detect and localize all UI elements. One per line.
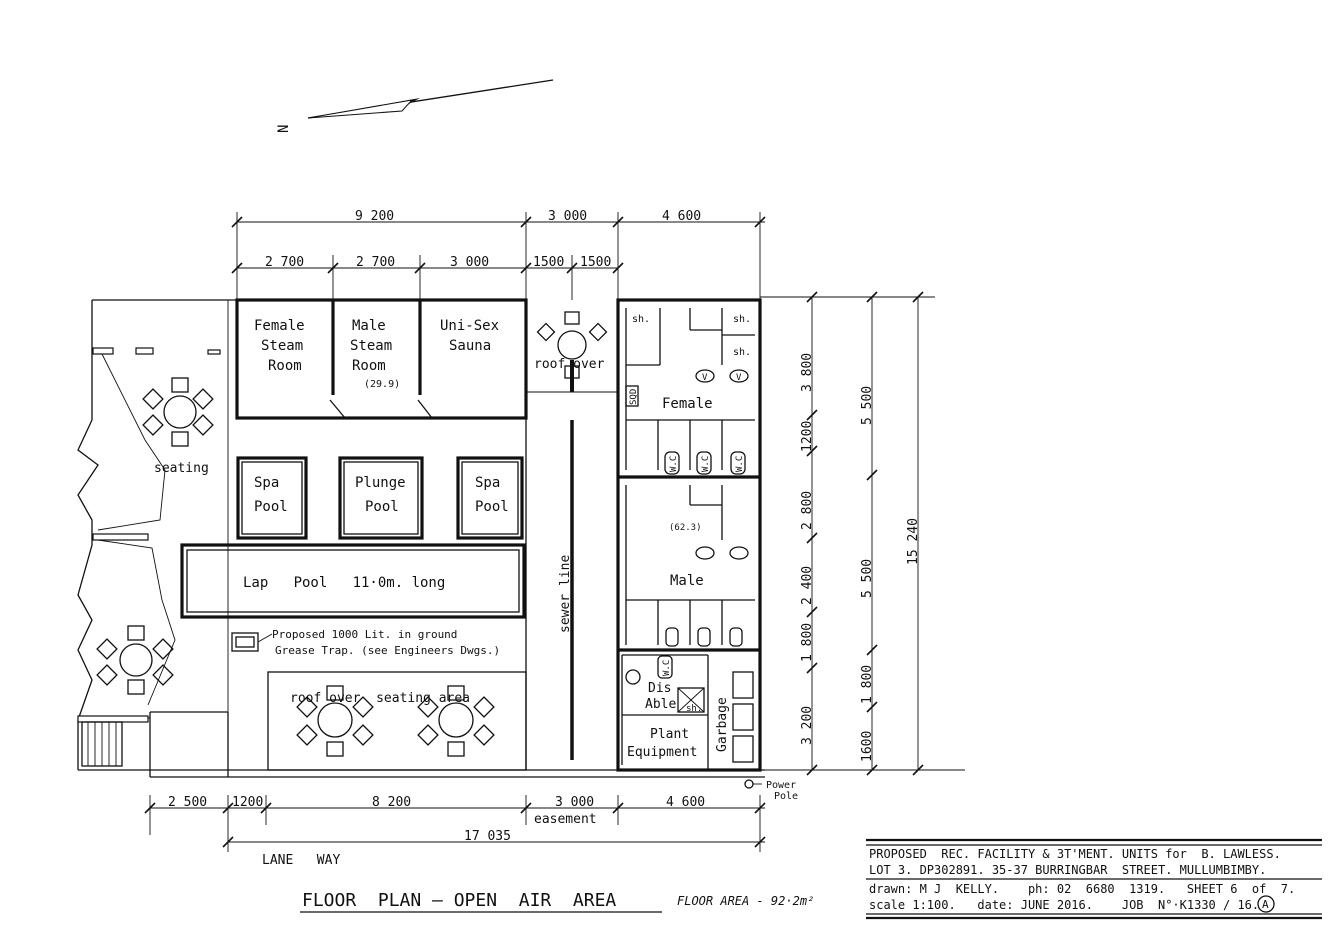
fixtures: [231, 369, 754, 763]
wc-label-4: W.C: [662, 660, 672, 676]
plunge-pool-label-2: Pool: [365, 499, 399, 515]
dim-top-sub-1: 2 700: [265, 255, 304, 270]
title-block: [866, 838, 1322, 920]
dim-right-total: 15 240: [906, 518, 921, 565]
shower-label-2: sh.: [733, 314, 751, 325]
north-label: N: [276, 125, 292, 133]
dim-right-g1: 5 500: [860, 386, 875, 425]
plant-label-1: Plant: [650, 727, 689, 742]
title-block-line-1: PROPOSED REC. FACILITY & 3T'MENT. UNITS …: [869, 847, 1281, 861]
dis-able-label-2: Able: [645, 697, 676, 712]
spa-pool-right-label-2: Pool: [475, 499, 509, 515]
dis-able-label-1: Dis: [648, 681, 671, 696]
shower-label-3: sh.: [733, 347, 751, 358]
grease-trap-label-1: Proposed 1000 Lit. in ground: [272, 628, 457, 641]
dim-top-sub-3: 3 000: [450, 255, 489, 270]
wc-label-3: W.C: [735, 456, 745, 472]
basin-label-1: V: [702, 373, 708, 383]
dim-bottom-e: 4 600: [666, 795, 705, 810]
title-block-line-4: scale 1:100. date: JUNE 2016. JOB N°·K13…: [869, 898, 1259, 912]
plunge-pool-label-1: Plunge: [355, 475, 406, 491]
male-area-label: (62.3): [669, 523, 702, 533]
dim-top-overall-mid: 3 000: [548, 209, 587, 224]
wall-stubs: [77, 347, 221, 723]
north-arrow-icon: [307, 79, 554, 119]
spa-pool-left-label-1: Spa: [254, 475, 279, 491]
wc-label-2: W.C: [701, 456, 711, 472]
dim-top-overall-left: 9 200: [355, 209, 394, 224]
bottom-dimension-lines: [144, 795, 766, 852]
seating-tables: [96, 311, 608, 757]
dim-right-g2: 5 500: [860, 559, 875, 598]
female-steam-room-label-2: Steam: [261, 338, 303, 354]
sauna-label-2: Sauna: [449, 338, 491, 354]
roof-over-label: roof over: [534, 357, 605, 372]
roof-over-seating-label: roof over seating area: [290, 691, 470, 706]
male-steam-room-label-1: Male: [352, 318, 386, 334]
sauna-label-1: Uni-Sex: [440, 318, 499, 334]
dim-right-b: 1200: [800, 421, 815, 452]
dim-right-g4: 1600: [860, 731, 875, 762]
sqd-label: SQD: [629, 389, 639, 405]
basin-label-2: V: [736, 373, 742, 383]
wc-label-1: W.C: [669, 456, 679, 472]
building-outline: [77, 298, 765, 778]
dim-top-overall-right: 4 600: [662, 209, 701, 224]
dim-top-sub-4: 1500: [533, 255, 564, 270]
power-pole-label-1: Power: [766, 780, 796, 791]
sewer-line-label: sewer line: [558, 555, 573, 633]
dim-right-a: 3 800: [800, 353, 815, 392]
plant-label-2: Equipment: [627, 745, 697, 760]
power-pole-label-2: Pole: [774, 791, 798, 802]
male-steam-room-area: (29.9): [364, 379, 400, 390]
grease-trap-label-2: Grease Trap. (see Engineers Dwgs.): [275, 644, 500, 657]
male-steam-room-label-2: Steam: [350, 338, 392, 354]
dim-bottom-c: 8 200: [372, 795, 411, 810]
dim-bottom-total: 17 035: [464, 829, 511, 844]
title-block-line-3: drawn: M J KELLY. ph: 02 6680 1319. SHEE…: [869, 882, 1295, 896]
female-steam-room-label-3: Room: [268, 358, 302, 374]
title-block-line-2: LOT 3. DP302891. 35-37 BURRINGBAR STREET…: [869, 863, 1266, 877]
easement-label: easement: [534, 812, 597, 827]
dim-right-c: 2 800: [800, 491, 815, 530]
dim-right-g3: 1 800: [860, 665, 875, 704]
dim-right-d: 2 400: [800, 566, 815, 605]
floor-area-label: FLOOR AREA - 92·2m²: [677, 894, 814, 908]
dim-right-f: 3 200: [800, 706, 815, 745]
power-pole-icon: [744, 779, 762, 789]
drawing-title: FLOOR PLAN — OPEN AIR AREA: [302, 890, 616, 911]
revision-mark: A: [1262, 898, 1269, 911]
lap-pool-label: Lap Pool 11·0m. long: [243, 575, 445, 591]
dim-bottom-a: 2 500: [168, 795, 207, 810]
female-steam-room-label-1: Female: [254, 318, 305, 334]
lane-way-label: LANE WAY: [262, 853, 340, 868]
spa-pool-left-label-2: Pool: [254, 499, 288, 515]
dim-bottom-b: 1200: [232, 795, 263, 810]
top-dimension-lines: [231, 212, 766, 300]
shower-label-1: sh.: [632, 314, 650, 325]
dim-bottom-d: 3 000: [555, 795, 594, 810]
shower-label-4: sh.: [686, 704, 702, 714]
male-label: Male: [670, 573, 704, 589]
garbage-label: Garbage: [715, 697, 730, 752]
pools: [180, 456, 526, 619]
seating-label: seating: [154, 461, 209, 476]
dim-top-sub-5: 1500: [580, 255, 611, 270]
dim-top-sub-2: 2 700: [356, 255, 395, 270]
right-dimension-lines: [760, 291, 965, 776]
spa-pool-right-label-1: Spa: [475, 475, 500, 491]
dim-right-e: 1 800: [800, 623, 815, 662]
female-label: Female: [662, 396, 713, 412]
male-steam-room-label-3: Room: [352, 358, 386, 374]
stairs: [81, 721, 123, 767]
